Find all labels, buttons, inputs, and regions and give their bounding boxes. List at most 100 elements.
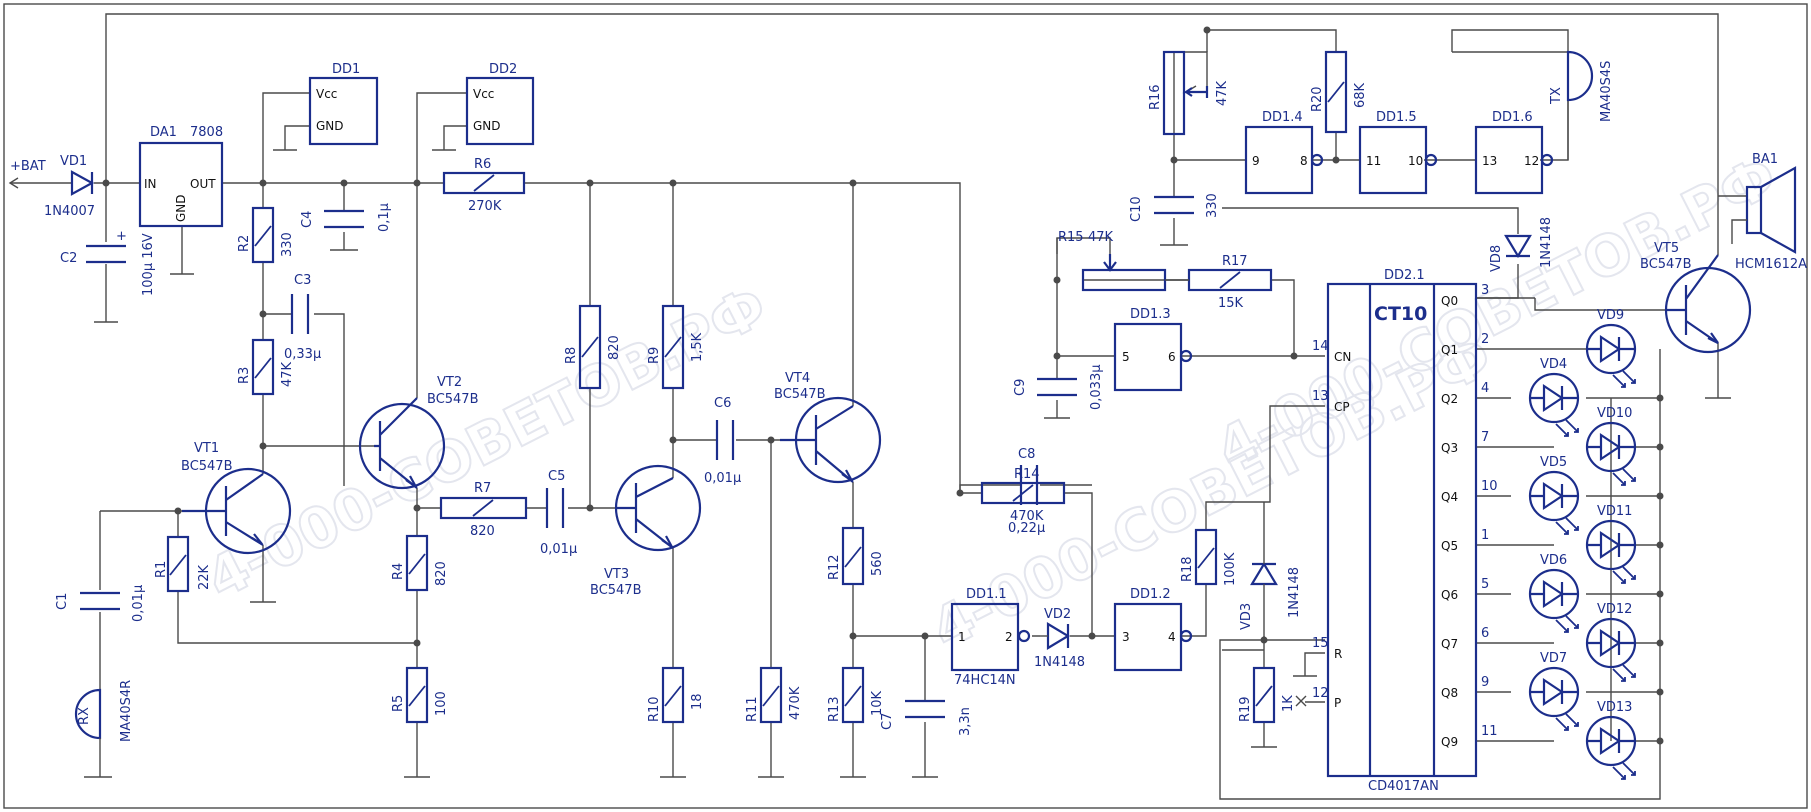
svg-text:9: 9 <box>1252 154 1260 168</box>
transistor-vt4: VT4 BC547B <box>774 371 882 484</box>
svg-text:8: 8 <box>1300 154 1308 168</box>
svg-text:R9: R9 <box>647 347 662 364</box>
svg-text:R19: R19 <box>1238 696 1253 722</box>
svg-text:R3: R3 <box>237 367 252 384</box>
input-arrow-icon <box>8 177 19 189</box>
svg-text:R2: R2 <box>237 235 252 252</box>
svg-text:DD2: DD2 <box>489 62 517 77</box>
capacitor-c6: C60,01µ <box>704 396 741 486</box>
led-label: VD13 <box>1597 700 1632 715</box>
counter-output-pin-q6: 5 <box>1481 577 1489 592</box>
counter-output-q6: Q6 <box>1441 588 1458 602</box>
svg-text:R14: R14 <box>1014 467 1040 482</box>
svg-text:R13: R13 <box>827 696 842 722</box>
counter-output-pin-q2: 4 <box>1481 381 1489 396</box>
diode-vd3: VD3 1N4148 <box>1239 530 1302 630</box>
svg-text:330: 330 <box>1205 193 1220 218</box>
svg-text:10: 10 <box>1408 154 1423 168</box>
svg-text:VD8: VD8 <box>1489 245 1504 272</box>
counter-output-pin-q1: 2 <box>1481 332 1489 347</box>
led-vd7: VD7 <box>1528 651 1580 731</box>
svg-text:BC547B: BC547B <box>427 392 479 407</box>
svg-text:VD2: VD2 <box>1044 607 1071 622</box>
transistor-vt5: VT5 BC547B <box>1640 241 1752 354</box>
counter-output-pin-q3: 7 <box>1481 430 1489 445</box>
svg-text:VT4: VT4 <box>785 371 810 386</box>
svg-text:TX: TX <box>1549 87 1564 105</box>
capacitor-c8: C80,22µ <box>1008 447 1045 536</box>
svg-text:1,5K: 1,5K <box>690 332 705 362</box>
resistor-r19: R19 1K <box>1238 666 1296 724</box>
svg-text:HCM1612A: HCM1612A <box>1735 257 1807 272</box>
svg-text:R10: R10 <box>647 696 662 722</box>
svg-text:13: 13 <box>1312 389 1329 404</box>
svg-text:OUT: OUT <box>190 177 216 191</box>
capacitor-c7: C7 3,3n <box>880 699 973 736</box>
svg-text:68K: 68K <box>1353 82 1368 108</box>
counter-output-q2: Q2 <box>1441 392 1458 406</box>
svg-text:BA1: BA1 <box>1752 152 1778 167</box>
svg-text:R12: R12 <box>827 554 842 580</box>
svg-text:4: 4 <box>1168 630 1176 644</box>
diode-vd1: VD1 1N4007 <box>44 154 95 219</box>
diode-vd2: VD2 1N4148 <box>1034 607 1085 670</box>
svg-text:C3: C3 <box>294 273 311 288</box>
svg-text:MA40S4S: MA40S4S <box>1599 61 1614 122</box>
svg-text:R1: R1 <box>154 561 169 578</box>
svg-text:VD3: VD3 <box>1239 603 1254 630</box>
svg-text:0,01µ: 0,01µ <box>540 542 577 557</box>
svg-text:100K: 100K <box>1223 552 1238 586</box>
svg-text:0,033µ: 0,033µ <box>1089 365 1104 411</box>
svg-text:C10: C10 <box>1129 196 1144 222</box>
c2-value: 100µ 16V <box>141 233 156 296</box>
svg-text:1K: 1K <box>1281 695 1296 712</box>
svg-text:1: 1 <box>958 630 966 644</box>
svg-text:IN: IN <box>144 177 157 191</box>
svg-text:270K: 270K <box>468 199 502 214</box>
counter-output-q5: Q5 <box>1441 539 1458 553</box>
counter-output-q1: Q1 <box>1441 343 1458 357</box>
transistor-vt3: VT3 BC547B <box>590 464 702 598</box>
drawing-border <box>3 3 1808 809</box>
svg-text:1N4148: 1N4148 <box>1034 655 1085 670</box>
svg-text:10K: 10K <box>870 690 885 716</box>
svg-text:CT10: CT10 <box>1374 303 1427 325</box>
led-label: VD9 <box>1597 308 1624 323</box>
svg-text:C7: C7 <box>880 713 895 730</box>
svg-text:R: R <box>1334 647 1342 661</box>
svg-text:14: 14 <box>1312 339 1329 354</box>
svg-text:BC547B: BC547B <box>590 583 642 598</box>
c2-plus: + <box>116 229 127 244</box>
led-vd5: VD5 <box>1528 455 1580 535</box>
vd1-ref: VD1 <box>60 154 87 169</box>
counter-output-q0: Q0 <box>1441 294 1458 308</box>
led-vd4: VD4 <box>1528 357 1580 437</box>
da1-type: 7808 <box>190 125 223 140</box>
svg-text:47K: 47K <box>280 361 295 387</box>
svg-text:3,3n: 3,3n <box>958 707 973 736</box>
resistor-r9: R9 1,5K <box>647 304 705 390</box>
svg-text:DD1.2: DD1.2 <box>1130 587 1171 602</box>
wires <box>10 13 1747 800</box>
svg-text:0,1µ: 0,1µ <box>377 203 392 232</box>
power-box-dd2: Vcc GND DD2 <box>465 62 535 146</box>
svg-text:VT2: VT2 <box>437 375 462 390</box>
svg-text:VT5: VT5 <box>1654 241 1679 256</box>
svg-text:CD4017AN: CD4017AN <box>1368 779 1439 794</box>
power-box-dd1: Vcc GND DD1 <box>308 62 379 146</box>
led-vd6: VD6 <box>1528 553 1580 633</box>
led-vd9: VD9 <box>1585 308 1637 388</box>
counter-output-q9: Q9 <box>1441 735 1458 749</box>
led-label: VD4 <box>1540 357 1567 372</box>
svg-text:RX: RX <box>77 707 92 725</box>
svg-text:C4: C4 <box>300 211 315 228</box>
svg-text:DD1.6: DD1.6 <box>1492 110 1533 125</box>
svg-text:R6: R6 <box>474 157 491 172</box>
svg-text:47K: 47K <box>1215 80 1230 106</box>
